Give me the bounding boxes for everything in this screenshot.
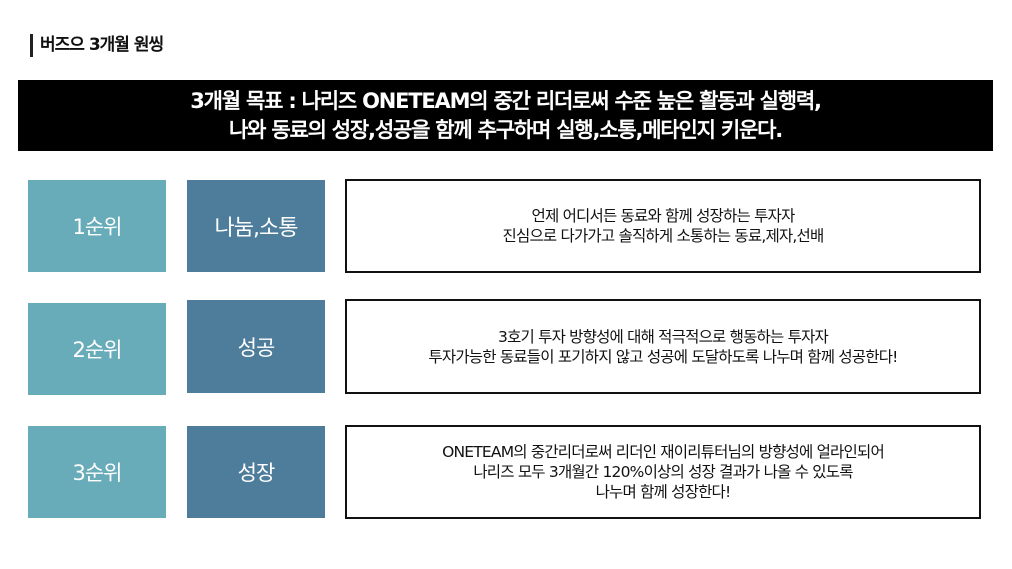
description-1-box: 언제 어디서든 동료와 함께 성장하는 투자자 진심으로 다가가고 솔직하게 소…: [345, 179, 981, 273]
description-line: 3호기 투자 방향성에 대해 적극적으로 행동하는 투자자: [498, 327, 829, 346]
description-3-box: ONETEAM의 중간리더로써 리더인 재이리튜터님의 방향성에 얼라인되어 나…: [345, 425, 981, 519]
description-line: 나리즈 모두 3개월간 120%이상의 성장 결과가 나올 수 있도록: [473, 463, 853, 481]
description-line: 진심으로 다가가고 솔직하게 소통하는 동료,제자,선배: [502, 227, 825, 245]
goal-line-1: 3개월 목표 : 나리즈 ONETEAM의 중간 리더로써 수준 높은 활동과 …: [190, 88, 822, 113]
category-2-box: 성공: [187, 300, 325, 393]
goal-banner: 3개월 목표 : 나리즈 ONETEAM의 중간 리더로써 수준 높은 활동과 …: [18, 80, 993, 151]
priority-1-box: 1순위: [28, 180, 166, 272]
title-accent-bar: [30, 34, 33, 57]
priority-3-box: 3순위: [28, 426, 166, 518]
description-line: 언제 어디서든 동료와 함께 성장하는 투자자: [531, 207, 796, 225]
description-line: ONETEAM의 중간리더로써 리더인 재이리튜터님의 방향성에 얼라인되어: [442, 443, 885, 461]
description-line: 투자가능한 동료들이 포기하지 않고 성공에 도달하도록 나누며 함께 성공한다…: [428, 347, 898, 366]
description-2-box: 3호기 투자 방향성에 대해 적극적으로 행동하는 투자자 투자가능한 동료들이…: [345, 299, 981, 394]
category-1-box: 나눔,소통: [187, 180, 325, 272]
page-title: 버즈으 3개월 원씽: [40, 35, 164, 55]
category-3-box: 성장: [187, 426, 325, 518]
goal-line-2: 나와 동료의 성장,성공을 함께 추구하며 실행,소통,메타인지 키운다.: [228, 117, 783, 142]
priority-2-box: 2순위: [28, 303, 166, 395]
description-line: 나누며 함께 성장한다!: [595, 483, 732, 501]
